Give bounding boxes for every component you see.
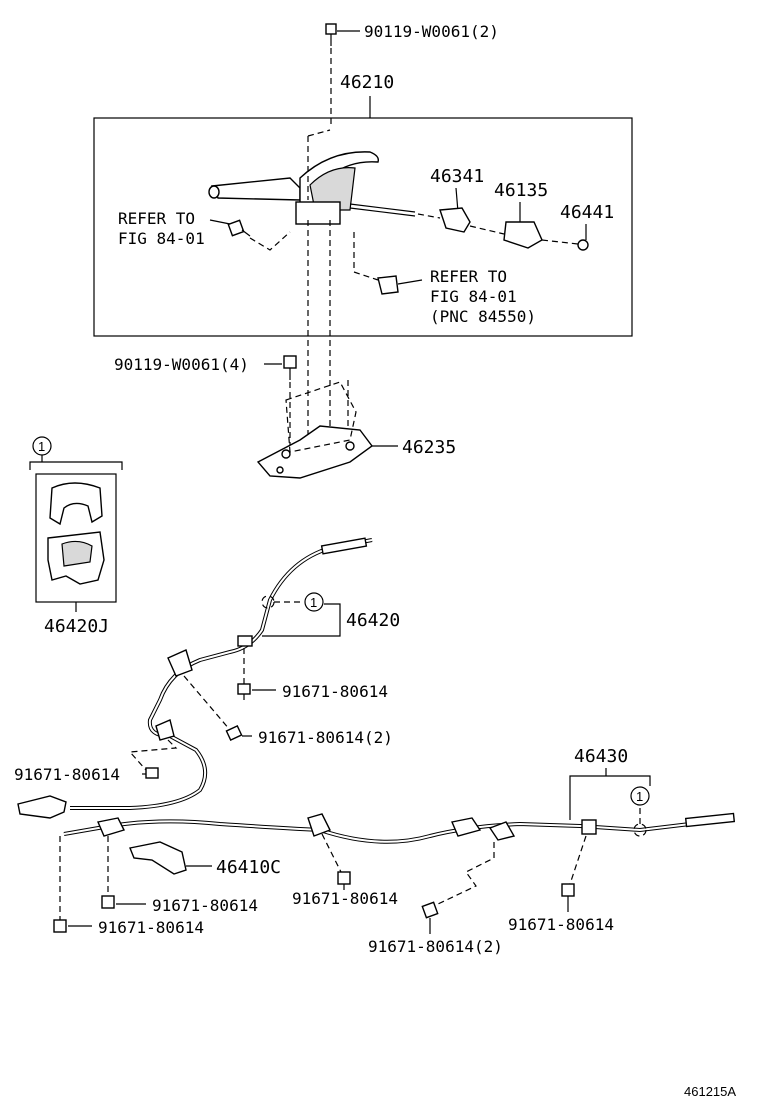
switch-refer-right [377,275,399,295]
refer-left-line2: FIG 84-01 [118,229,205,248]
bolt-refer-left [227,219,251,237]
bolt-b [225,725,243,741]
lever-assy-box [93,117,633,337]
adjuster-46341 [439,207,471,233]
bolt-top-label: 90119-W0061(2) [364,22,499,41]
kit-part-label: 46420J [44,616,109,637]
refer-left-line1: REFER TO [118,209,195,228]
cable-front-callout-number: 1 [310,595,317,610]
bolt-d [101,895,115,909]
cable-front-label: 46420 [346,610,400,631]
kit-callout-number: 1 [38,439,45,454]
guide-label: 46410C [216,857,281,878]
cable-front [17,537,373,819]
bolt-h [53,919,67,933]
bracket-label: 46235 [402,437,456,458]
bolt-b-label: 91671-80614(2) [258,728,393,747]
bolt-c [145,767,159,779]
refer-right-line1: REFER TO [430,267,507,286]
part-46135-label: 46135 [494,180,548,201]
bolt-f-label: 91671-80614 [508,915,614,934]
guide-46410c [129,841,187,875]
lever-assy-label: 46210 [340,72,394,93]
refer-right-line2: FIG 84-01 [430,287,517,306]
bolt-mid-label: 90119-W0061(4) [114,355,249,374]
kit-grommets [47,482,105,585]
bolt-a [237,683,251,700]
bolt-e [337,871,351,890]
bolt-c-label: 91671-80614 [14,765,120,784]
cable-rear [63,812,736,844]
figure-id: 461215A [684,1084,736,1099]
part-46341-label: 46341 [430,166,484,187]
bolt-d-label: 91671-80614 [152,896,258,915]
bolt-g-label: 91671-80614(2) [368,937,503,956]
refer-right-line3: (PNC 84550) [430,307,536,326]
part-46441-label: 46441 [560,202,614,223]
equalizer-46135 [503,221,543,249]
bolt-top [325,23,360,46]
lever-handle [208,151,416,225]
cable-front-callout-circle [304,592,324,612]
nut-46441 [577,239,589,251]
bolt-f [561,883,575,897]
bolt-a-label: 91671-80614 [282,682,388,701]
bolt-e-label: 91671-80614 [292,889,398,908]
bolt-g [421,901,439,919]
cable-rear-callout-circle [630,786,650,806]
bolt-h-label: 91671-80614 [98,918,204,937]
cable-rear-callout-number: 1 [636,789,643,804]
bolt-mid [283,355,297,380]
bracket-46235 [256,381,373,479]
cable-rear-label: 46430 [574,746,628,767]
